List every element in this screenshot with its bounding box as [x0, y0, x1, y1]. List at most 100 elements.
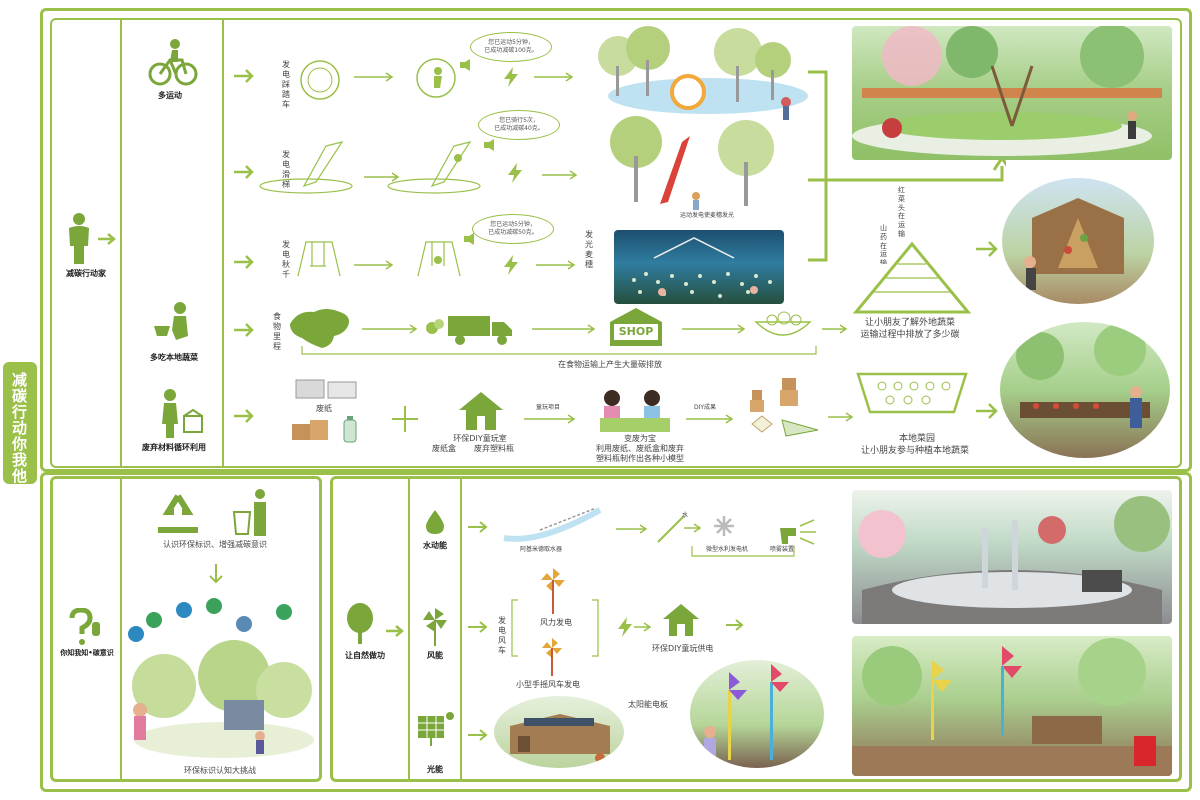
- sound-icon: [460, 59, 470, 71]
- swing-outline-icon: [297, 241, 341, 277]
- sound-icon: [484, 139, 494, 151]
- slide-rider-icon: [387, 141, 481, 194]
- row3-scene: [614, 230, 784, 304]
- row3-device-label: 发电秋千: [282, 240, 290, 279]
- tree-icon: [347, 603, 373, 644]
- trash-person-icon: [232, 489, 266, 536]
- pyramid-note-2: 山药在运输过程中产生约0.25千克碳: [880, 224, 887, 264]
- shop-icon: [610, 308, 662, 346]
- row1-bubble: 您已运动5分钟， 已成功减碳100克。: [470, 32, 552, 62]
- garden-photo: [1000, 322, 1170, 458]
- food-arrow-d: [822, 324, 848, 334]
- pinwheel-icon: [423, 608, 447, 646]
- windmill-small-icon: [542, 638, 562, 676]
- water-drop-icon: [426, 510, 444, 534]
- row2-arrow-b: [542, 170, 578, 180]
- recycle-person-icon: [162, 389, 203, 438]
- food-caption-bracket: [301, 346, 817, 355]
- lightning-icon: [618, 617, 632, 637]
- energy-water: 水动能: [423, 541, 447, 550]
- inner-top-frame: [50, 18, 1182, 468]
- food-pyramid-icon: [852, 241, 972, 314]
- market-photo: [1002, 178, 1154, 304]
- category-exercise: 多运动: [158, 91, 182, 100]
- wind-arrow-b: [634, 622, 652, 632]
- diy-models-illustration: [750, 378, 819, 437]
- recycle-arrow-b: [686, 414, 734, 424]
- water-arrow-a: [468, 521, 488, 533]
- row2-arrow-a: [364, 172, 400, 182]
- lightning-icon: [508, 163, 522, 183]
- solar-windmill-photo: [690, 660, 824, 768]
- solar-panel-icon: [418, 712, 454, 746]
- eating-person-icon: [154, 302, 188, 340]
- garden-bed-icon: [856, 372, 968, 414]
- windmill-big-icon: [541, 568, 565, 614]
- arrow-row2: [234, 165, 254, 179]
- question-icon: [69, 608, 93, 645]
- recycle-arrow-a: [524, 414, 576, 424]
- lightning-icon: [504, 255, 518, 275]
- house-icon: [459, 392, 503, 430]
- water-play-photo: [852, 490, 1172, 624]
- garden-label-2: 让小朋友参与种植本地蔬菜: [860, 446, 969, 456]
- paper-label: 废纸: [316, 404, 332, 413]
- water-flow-line: [691, 546, 795, 557]
- water-gen-icon: [657, 515, 734, 543]
- arrow-row1: [234, 69, 254, 83]
- kids-craft-illustration: [600, 390, 670, 432]
- food-caption: 在食物运输上产生大量碳排放: [558, 360, 662, 369]
- recycle-arrow-c: [828, 412, 854, 422]
- arrow-row5: [234, 409, 254, 423]
- wind-arrow-a: [468, 621, 488, 633]
- row1-device-label: 发电踩踏车: [282, 60, 290, 109]
- row3-note: 运动发电使麦穗发光: [680, 212, 735, 219]
- spray-icon: [780, 519, 816, 545]
- water-out-label: 喷雾装置: [770, 546, 795, 553]
- pyramid-arrow: [976, 241, 998, 257]
- actor-label: 减碳行动家: [66, 269, 106, 278]
- knowledge-bottom: 环保标识认知大挑战: [184, 766, 256, 775]
- food-arrow-c: [682, 324, 746, 334]
- knowledge-arrow: [209, 564, 223, 584]
- row3-bubble: 您已运动5分钟， 已成功减碳50克。: [472, 214, 554, 244]
- divider-bl: [120, 478, 122, 780]
- solar-arrow-a: [468, 729, 488, 741]
- pedal-wheel-icon: [300, 60, 340, 100]
- garden-arrow: [976, 403, 998, 419]
- garden-label-1: 本地菜园: [898, 434, 935, 444]
- knowledge-forest-scene: [128, 598, 314, 758]
- knowledge-caption: 认识环保标识、增强减碳意识: [163, 540, 267, 549]
- row1-bubble-text: 您已运动5分钟， 已成功减碳100克。: [484, 39, 538, 54]
- divider-br2: [460, 478, 462, 780]
- category-nature: 让自然做功: [345, 651, 385, 660]
- water-screw-icon: [503, 507, 602, 542]
- divider-1: [120, 20, 122, 466]
- craft-desc: 利用废纸、废纸盒和废弃 塑料瓶制作出各种小模型: [596, 444, 684, 463]
- outer-bottom-frame: [40, 472, 1192, 792]
- energy-solar: 光能: [427, 765, 443, 774]
- produce-icon: [426, 319, 444, 334]
- divider-2: [222, 20, 224, 466]
- wind-small-label: 小型手摇风车发电: [516, 680, 580, 689]
- bottom-right-frame: [330, 476, 1182, 782]
- water-mark: 水: [682, 512, 689, 519]
- wind-big-label: 风力发电: [540, 618, 572, 627]
- truck-icon: [448, 316, 512, 345]
- slide-outline-icon: [259, 141, 353, 194]
- solar-panel-label: 太阳能电板: [628, 700, 668, 709]
- house-icon: [663, 604, 699, 636]
- row2-bubble-text: 您已骑行5次， 已成功减碳40克。: [494, 117, 544, 132]
- wind-bracket: [511, 599, 599, 657]
- divider-br1: [408, 478, 410, 780]
- china-map-icon: [290, 309, 349, 348]
- wind-room-label: 环保DIY童玩供电: [652, 644, 714, 653]
- category-knowledge: 你知我知•碳意识: [60, 649, 114, 657]
- row3-arrow-a: [354, 260, 394, 270]
- exercise-park-photo: [852, 26, 1172, 160]
- pyramid-caption-2: 运输过程中排放了多少碳: [860, 330, 960, 340]
- row3-arrow-b: [536, 260, 576, 270]
- veggie-bowl-icon: [754, 311, 812, 336]
- vertical-title-tab: [3, 362, 37, 484]
- bottle-icon: [343, 416, 357, 443]
